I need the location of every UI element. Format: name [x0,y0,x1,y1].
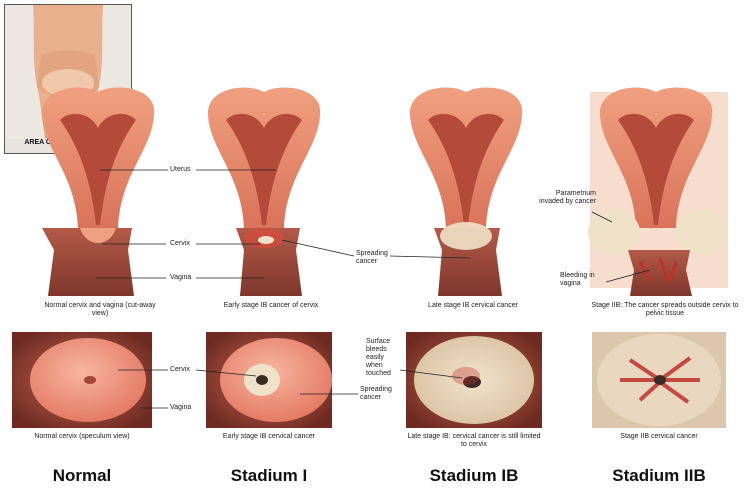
caption-bottom-late-ib: Late stage IB: cervical cancer is still … [407,433,541,448]
label-parametrium: Parametrium invaded by cancer [539,190,596,205]
label-cervix: Cervix [170,240,190,247]
label-surface-bleeds: Surface bleeds easily when touched [366,338,391,377]
label-cervix-bottom: Cervix [170,366,190,373]
label-vagina: Vagina [170,274,192,281]
speculum-leader-lines [118,369,463,409]
organ-iib [588,87,728,296]
organ-early-ib [207,87,321,296]
caption-top-normal: Normal cervix and vagina (cut-away view) [44,302,156,317]
caption-bottom-early-ib: Early stage IB cervical cancer [222,433,316,440]
stage-title-stadium-ib: Stadium IB [429,466,519,485]
label-uterus: Uterus [170,166,191,173]
label-spreading-cancer-bottom: Spreading cancer [360,386,392,401]
caption-top-early-ib: Early stage IB cancer of cervix [223,302,319,309]
leader-lines [96,169,651,283]
label-vagina-bottom: Vagina [170,404,192,411]
speculum-early-ib [206,332,332,428]
label-spreading-cancer: Spreading cancer [356,250,388,265]
stage-title-stadium-i: Stadium I [230,466,308,485]
speculum-row [12,332,726,428]
speculum-iib [592,332,726,428]
label-bleeding: Bleeding in vagina [560,272,595,287]
caption-top-iib: Stage IIB: The cancer spreads outside ce… [591,302,739,317]
speculum-normal [12,332,152,428]
caption-top-late-ib: Late stage IB cervical cancer [428,302,518,309]
stage-title-normal: Normal [52,466,112,485]
organ-normal [41,87,155,296]
caption-bottom-iib: Stage IIB cervical cancer [620,433,698,440]
organ-late-ib [409,87,523,296]
anatomy-row [41,87,728,296]
speculum-late-ib [406,332,542,428]
caption-bottom-normal: Normal cervix (speculum view) [34,433,130,440]
stage-title-stadium-iib: Stadium IIB [612,466,706,485]
